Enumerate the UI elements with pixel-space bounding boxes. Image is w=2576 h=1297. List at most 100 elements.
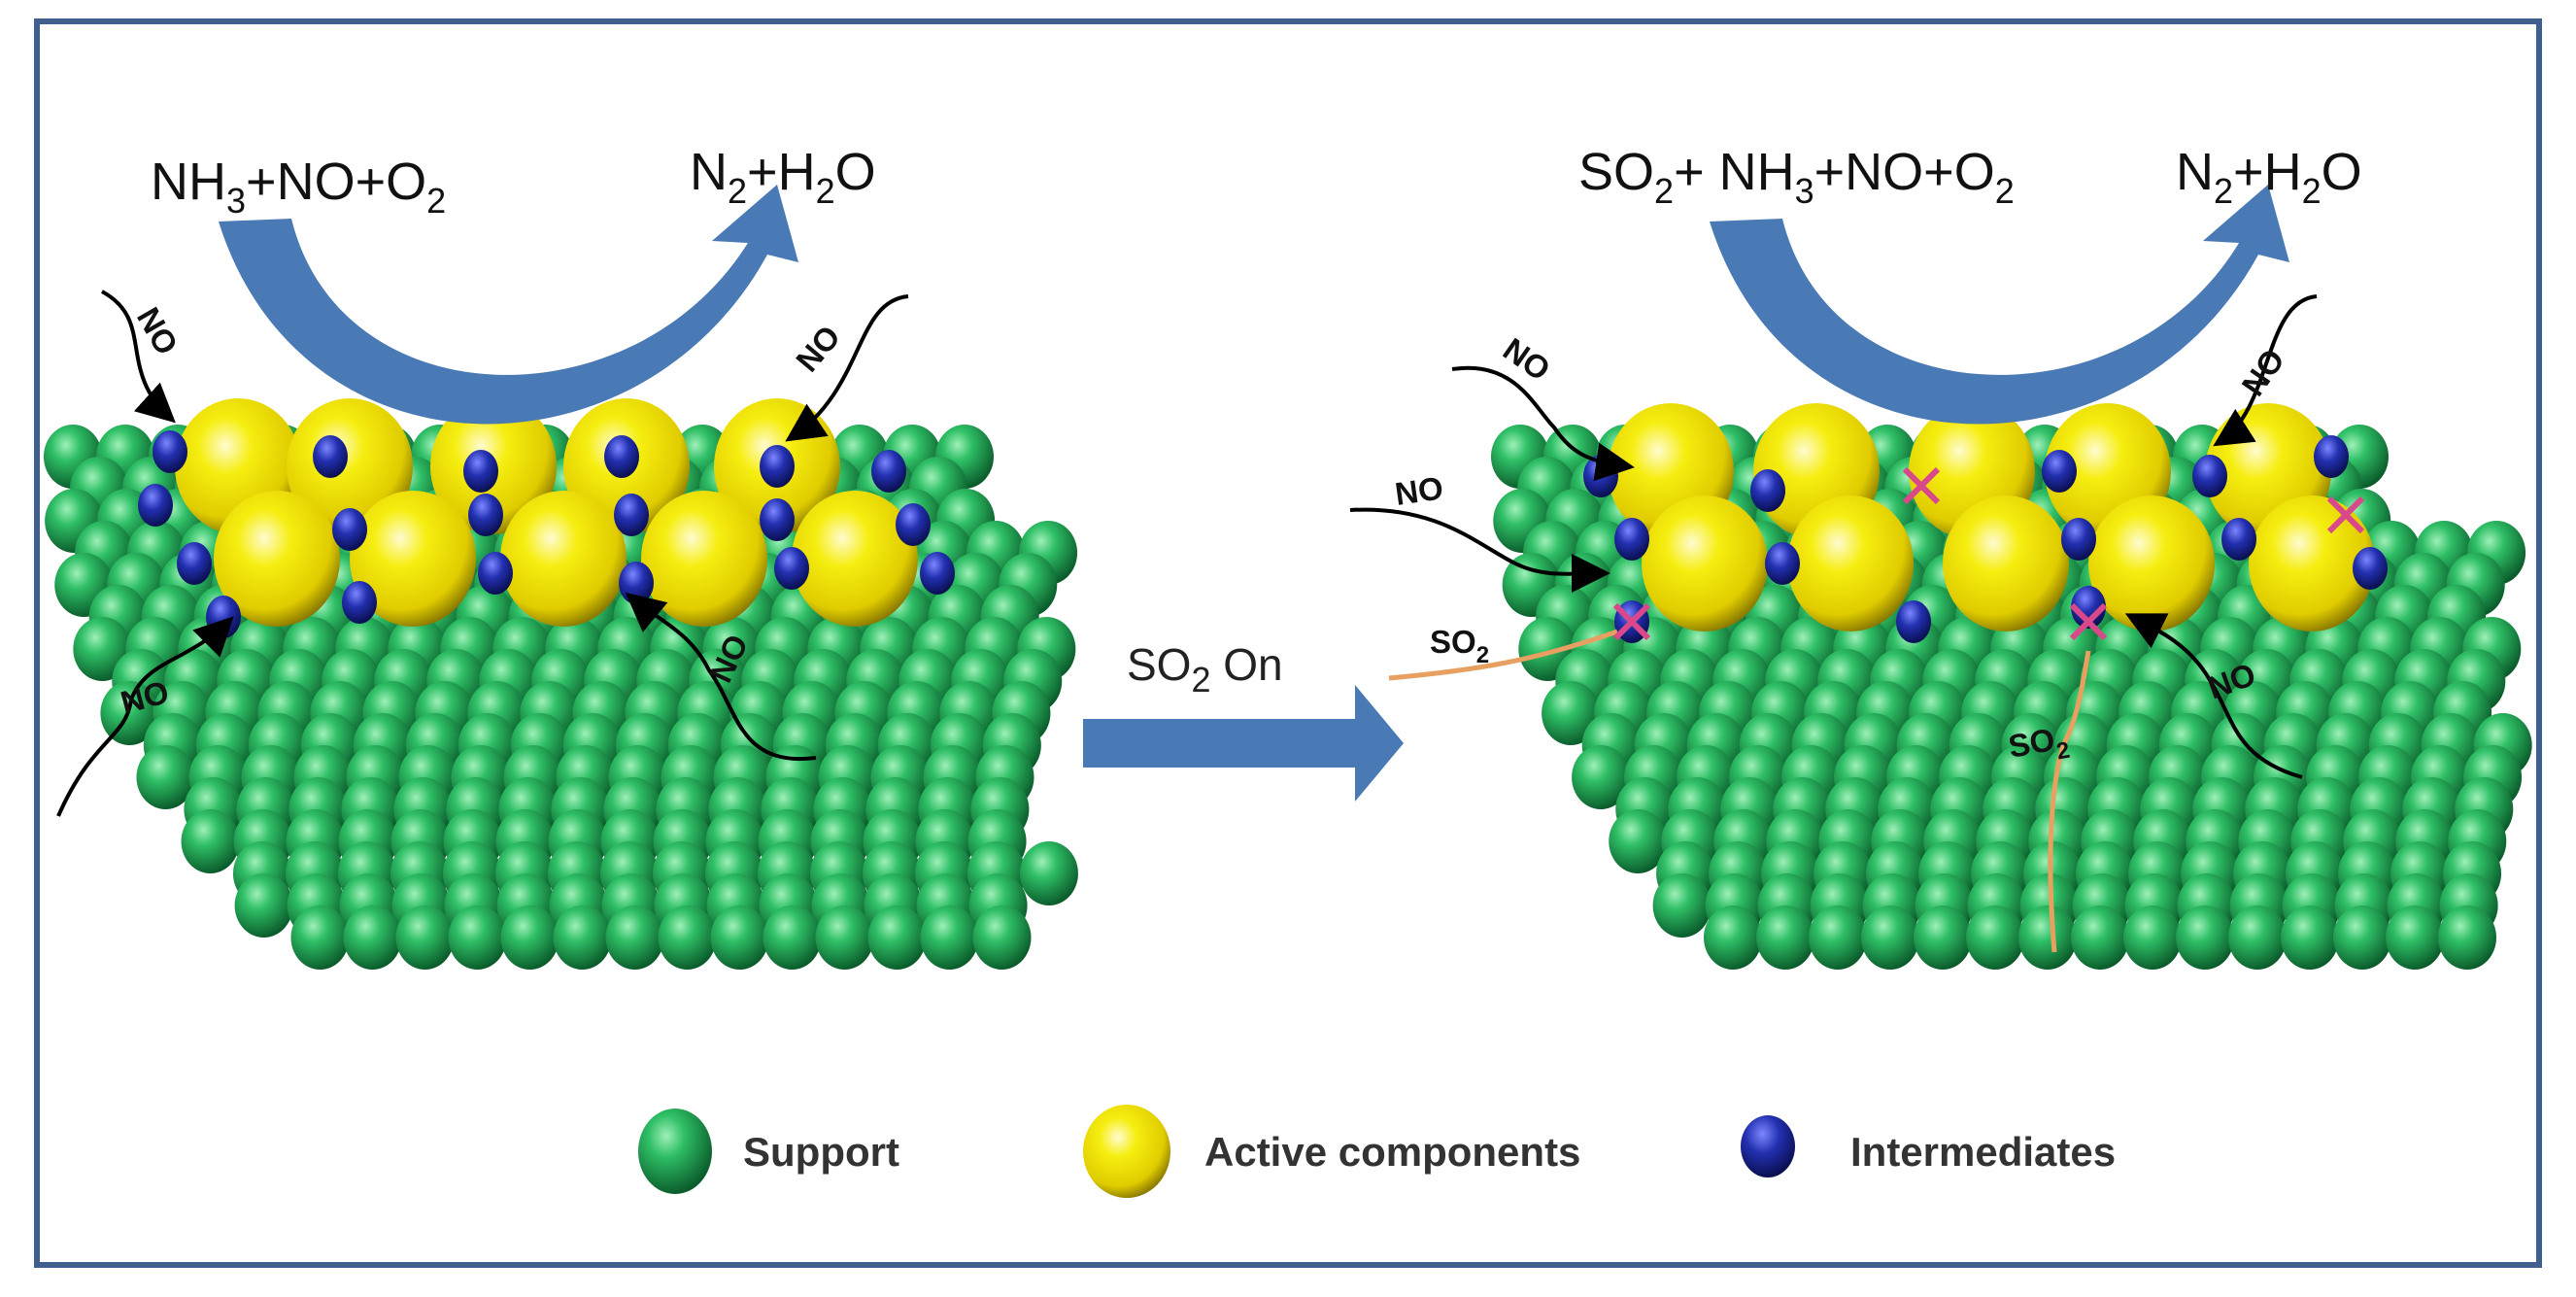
active-component-particle (792, 491, 918, 627)
support-particle (1914, 905, 1972, 970)
support-particle (290, 905, 350, 970)
so2-on-arrow (1083, 685, 1404, 802)
intermediate-particle (619, 562, 654, 604)
support-particle (553, 905, 612, 970)
support-particle (920, 905, 979, 970)
intermediate-particle (760, 498, 795, 541)
intermediate-particle (774, 547, 809, 590)
legend-intermediates-swatch (1741, 1115, 1795, 1178)
left-no-path-2 (785, 294, 909, 442)
support-particle (1019, 841, 1078, 905)
so2-path-2 (2048, 650, 2091, 953)
intermediate-particle (920, 552, 955, 595)
support-particle (448, 905, 507, 970)
intermediate-particle (206, 596, 241, 638)
intermediate-particle (468, 494, 503, 536)
active-component-particle (1943, 495, 2069, 631)
right-no-path-1 (1451, 365, 1635, 482)
support-particle (343, 905, 402, 970)
support-particle (2176, 905, 2234, 970)
legend-active-swatch (1083, 1105, 1170, 1198)
support-particle (1756, 905, 1814, 970)
intermediate-particle (2071, 586, 2106, 629)
intermediate-particle (463, 450, 498, 493)
intermediate-particle (153, 430, 187, 473)
blocked-site-x-mark (1902, 466, 1941, 505)
intermediate-particle (1896, 600, 1931, 643)
intermediate-particle (2353, 547, 2388, 590)
support-particle (1704, 905, 1762, 970)
so2-label-1: SO2 (1430, 624, 1489, 668)
support-particle (181, 809, 240, 873)
active-component-particle (500, 491, 627, 627)
intermediate-particle (1614, 518, 1649, 561)
support-particle (1572, 745, 1631, 809)
active-component-particle (641, 491, 767, 627)
intermediate-particle (1765, 542, 1800, 585)
intermediate-particle (2314, 435, 2349, 478)
left-reactants-equation: NH3+NO+O2 (151, 153, 446, 221)
support-particle (1609, 809, 1668, 873)
support-particle (1542, 681, 1601, 745)
left-active-layer (175, 398, 918, 627)
support-particle (867, 905, 927, 970)
support-particle (1861, 905, 1919, 970)
left-reaction-arrow (219, 185, 798, 425)
right-no-path-4 (2124, 613, 2303, 779)
intermediate-particle (332, 508, 367, 551)
so2-label-2: SO2 (2006, 719, 2072, 773)
legend-intermediates-label: Intermediates (1850, 1129, 2116, 1175)
support-particle (1652, 873, 1712, 938)
support-particle (2071, 905, 2129, 970)
support-particle (2281, 905, 2339, 970)
active-component-particle (350, 491, 476, 627)
intermediate-particle (1750, 469, 1785, 512)
support-particle (710, 905, 769, 970)
intermediate-particle (138, 484, 173, 527)
support-particle (234, 873, 293, 938)
so2-on-label: SO2 On (1127, 639, 1283, 700)
support-particle (2386, 905, 2444, 970)
intermediate-particle (2042, 450, 2077, 493)
intermediate-particle (604, 435, 639, 478)
blocked-site-x-mark (1612, 602, 1651, 641)
active-component-particle (1787, 495, 1914, 631)
right-no-path-2 (1349, 507, 1610, 594)
support-particle (395, 905, 455, 970)
right-active-layer (1608, 403, 2375, 631)
intermediate-particle (760, 445, 795, 488)
intermediate-particle (342, 581, 377, 624)
right-no-label-2: NO (1393, 469, 1445, 512)
support-particle (136, 745, 195, 809)
support-particle (2438, 905, 2496, 970)
support-particle (2018, 905, 2077, 970)
right-reaction-arrow (1710, 185, 2289, 425)
left-products-equation: N2+H2O (690, 143, 876, 211)
legend-support-swatch (638, 1109, 712, 1194)
left-no-path-4 (625, 592, 817, 762)
support-particle (1809, 905, 1867, 970)
support-particle (815, 905, 874, 970)
intermediate-particle (177, 542, 212, 585)
intermediate-particle (2221, 518, 2256, 561)
so2-path-1 (1388, 629, 1618, 681)
active-component-particle (2249, 495, 2375, 631)
intermediate-particle (2192, 455, 2227, 497)
intermediate-particle (313, 435, 348, 478)
support-particle (2333, 905, 2391, 970)
intermediate-particle (478, 552, 513, 595)
legend-support-label: Support (743, 1129, 899, 1175)
blocked-site-x-mark (2326, 495, 2365, 534)
right-products-equation: N2+H2O (2176, 143, 2362, 211)
intermediate-particle (871, 450, 906, 493)
support-particle (2228, 905, 2287, 970)
active-component-particle (214, 491, 340, 627)
right-reactants-equation: SO2+ NH3+NO+O2 (1578, 143, 2015, 211)
support-particle (1966, 905, 2024, 970)
support-particle (658, 905, 717, 970)
legend-active-label: Active components (1204, 1129, 1580, 1175)
right-no-path-3 (2213, 294, 2318, 447)
support-particle (972, 905, 1032, 970)
blocked-site-x-mark (2069, 602, 2108, 641)
